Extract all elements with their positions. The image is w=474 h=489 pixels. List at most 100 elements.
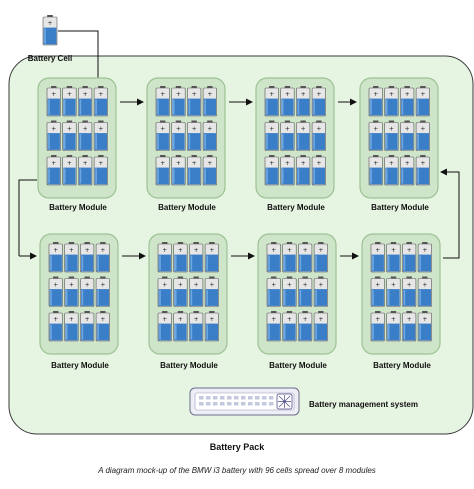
battery-cell-icon: + (202, 86, 217, 117)
svg-text:+: + (422, 247, 427, 254)
battery-cell-icon: + (384, 86, 399, 117)
battery-cell-icon: + (266, 311, 281, 342)
svg-text:+: + (98, 160, 103, 167)
svg-text:+: + (69, 282, 74, 289)
svg-text:+: + (162, 282, 167, 289)
battery-cell-icon: + (282, 311, 297, 342)
svg-text:+: + (160, 160, 165, 167)
svg-text:+: + (301, 91, 306, 98)
svg-text:+: + (207, 126, 212, 133)
battery-cell-icon: + (417, 242, 432, 273)
battery-pack-label: Battery Pack (209, 442, 265, 452)
battery-cell-icon: + (64, 276, 79, 307)
battery-cell-icon: + (46, 86, 61, 117)
svg-text:+: + (285, 126, 290, 133)
svg-text:+: + (271, 282, 276, 289)
battery-cell-icon: + (313, 311, 328, 342)
svg-text:+: + (420, 91, 425, 98)
svg-text:+: + (194, 316, 199, 323)
battery-cell-icon: + (187, 155, 202, 186)
svg-text:+: + (303, 316, 308, 323)
svg-text:+: + (318, 282, 323, 289)
svg-text:+: + (207, 91, 212, 98)
svg-text:+: + (176, 126, 181, 133)
battery-cell-icon: + (298, 311, 313, 342)
svg-text:+: + (51, 126, 56, 133)
battery-cell-icon: + (155, 120, 170, 151)
svg-text:+: + (269, 91, 274, 98)
svg-text:+: + (67, 160, 72, 167)
battery-cell-icon: + (282, 276, 297, 307)
battery-cell-icon: + (280, 86, 295, 117)
svg-text:+: + (85, 282, 90, 289)
battery-cell-icon: + (46, 155, 61, 186)
svg-text:+: + (422, 316, 427, 323)
svg-text:+: + (160, 126, 165, 133)
battery-cell-icon: + (311, 120, 326, 151)
battery-cell-icon: + (400, 120, 415, 151)
battery-cell-icon: + (402, 311, 417, 342)
module-label-5: Battery Module (51, 361, 109, 370)
battery-cell-icon: + (62, 86, 77, 117)
battery-cell-icon: + (93, 155, 108, 186)
battery-cell-icon: + (93, 120, 108, 151)
svg-text:+: + (100, 316, 105, 323)
svg-text:+: + (316, 160, 321, 167)
svg-text:+: + (69, 247, 74, 254)
battery-cell-icon: + (48, 311, 63, 342)
battery-cell-icon: + (370, 242, 385, 273)
battery-cell-icon: + (417, 276, 432, 307)
svg-text:+: + (51, 91, 56, 98)
svg-text:+: + (194, 282, 199, 289)
svg-text:+: + (375, 247, 380, 254)
battery-cell-icon: + (204, 242, 219, 273)
svg-text:+: + (178, 316, 183, 323)
battery-cell-icon: + (46, 120, 61, 151)
svg-text:+: + (316, 91, 321, 98)
battery-cell-icon: + (313, 242, 328, 273)
svg-text:+: + (98, 91, 103, 98)
battery-cell-icon: + (368, 155, 383, 186)
battery-cell-icon: + (204, 311, 219, 342)
battery-cell-icon: + (415, 120, 430, 151)
battery-cell-icon: + (189, 311, 204, 342)
svg-text:+: + (271, 247, 276, 254)
battery-cell-label: Battery Cell (27, 54, 73, 63)
battery-cell-icon: + (157, 242, 172, 273)
battery-cell-icon: + (417, 311, 432, 342)
svg-text:+: + (83, 160, 88, 167)
battery-cell-icon: + (280, 155, 295, 186)
battery-cell-icon: + (95, 242, 110, 273)
svg-text:+: + (83, 126, 88, 133)
battery-cell-icon: + (187, 86, 202, 117)
bms-device-icon (189, 387, 300, 416)
svg-text:+: + (318, 247, 323, 254)
battery-cell-icon: + (400, 86, 415, 117)
svg-text:+: + (192, 160, 197, 167)
svg-text:+: + (303, 282, 308, 289)
svg-text:+: + (405, 91, 410, 98)
module-label-4: Battery Module (371, 203, 429, 212)
battery-cell-icon: + (189, 242, 204, 273)
svg-text:+: + (373, 91, 378, 98)
svg-text:+: + (85, 247, 90, 254)
svg-text:+: + (209, 282, 214, 289)
svg-text:+: + (373, 160, 378, 167)
battery-cell-icon: + (386, 276, 401, 307)
battery-cell-icon: + (173, 311, 188, 342)
battery-cell-icon: + (264, 120, 279, 151)
svg-text:+: + (375, 282, 380, 289)
svg-text:+: + (53, 247, 58, 254)
battery-cell-icon: + (282, 242, 297, 273)
battery-cell-icon: + (384, 155, 399, 186)
svg-text:+: + (316, 126, 321, 133)
battery-cell-icon: + (95, 311, 110, 342)
svg-text:+: + (269, 160, 274, 167)
module-label-2: Battery Module (158, 203, 216, 212)
battery-cell-icon: + (64, 311, 79, 342)
svg-text:+: + (269, 126, 274, 133)
svg-text:+: + (285, 91, 290, 98)
svg-text:+: + (301, 160, 306, 167)
battery-cell-icon: + (264, 155, 279, 186)
